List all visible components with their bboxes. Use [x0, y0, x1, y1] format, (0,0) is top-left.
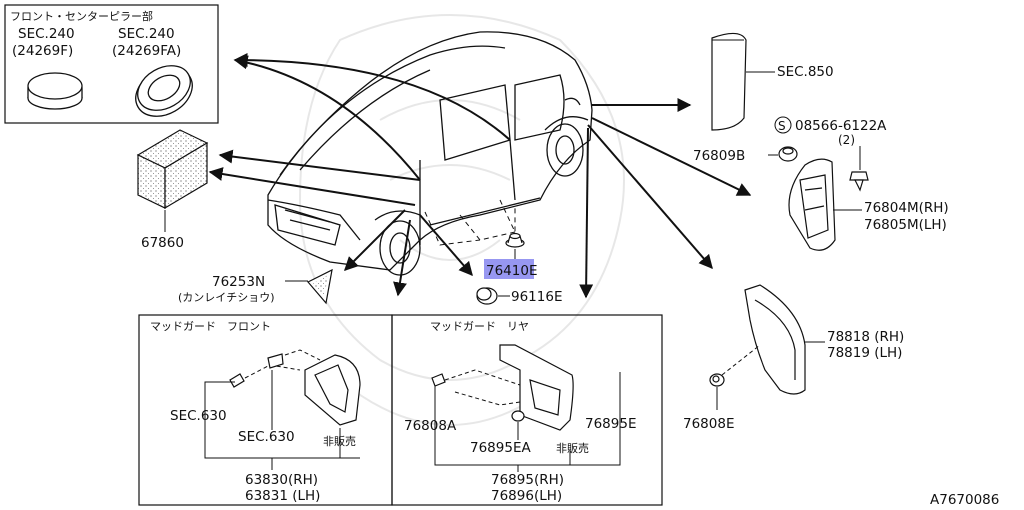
screw-symbol-letter: S [778, 119, 786, 133]
part-76895ea-label: 76895EA [470, 440, 531, 456]
front-rh-label: 63830(RH) [245, 472, 318, 488]
bolt-part [849, 171, 869, 192]
part-76809b-label: 76809B [693, 148, 745, 164]
pillar-sec-2: SEC.240 [118, 26, 175, 42]
part-76808e-label: 76808E [683, 416, 734, 432]
part-76253n-note: (カンレイチショウ) [178, 291, 275, 304]
rear-screw-part [431, 373, 525, 422]
part-78819-label: 78819 (LH) [827, 345, 902, 361]
clip-part-76808e [709, 373, 725, 387]
pillar-code-2: (24269FA) [112, 43, 181, 59]
rear-box-title: マッドガード リヤ [430, 320, 529, 333]
rear-mudguard-part [499, 344, 574, 431]
splash-guard-part-78818 [744, 284, 806, 395]
bolt-code-label: 08566-6122A [795, 118, 887, 134]
rear-rh-label: 76895(RH) [491, 472, 564, 488]
part-96116e-label: 96116E [511, 289, 562, 305]
foam-block-part [136, 129, 209, 210]
grommet-part [135, 65, 193, 117]
part-76805m-label: 76805M(LH) [864, 217, 947, 233]
car-body [267, 31, 593, 276]
front-sec-630-b: SEC.630 [238, 429, 295, 445]
front-lh-label: 63831 (LH) [245, 488, 320, 504]
screw-symbol-icon [774, 116, 792, 134]
part-76804m-label: 76804M(RH) [864, 200, 949, 216]
diagram-id: A7670086 [930, 492, 999, 508]
cap-part-96116e [476, 287, 498, 305]
bracket-part-76804m [788, 158, 836, 251]
pillar-sec-1: SEC.240 [18, 26, 75, 42]
part-78818-label: 78818 (RH) [827, 329, 904, 345]
callout-arrows [208, 53, 752, 299]
part-67860-label: 67860 [141, 235, 184, 251]
car-dashed-guides [424, 199, 516, 246]
front-screw-part [229, 353, 284, 388]
part-76808a-label: 76808A [404, 418, 457, 434]
rear-lamp-part [711, 32, 747, 131]
front-mudguard-box: マッドガード フロント SEC.630 SEC.630 非販売 63830(RH… [138, 314, 393, 506]
front-sec-630-a: SEC.630 [170, 408, 227, 424]
clip-part-76809b [778, 146, 798, 162]
rear-lh-label: 76896(LH) [491, 488, 562, 504]
bolt-qty-label: (2) [838, 133, 855, 147]
front-mudguard-part [304, 354, 361, 426]
plug-cap-part [27, 72, 83, 110]
front-not-sold: 非販売 [323, 435, 356, 448]
pillar-box: フロント・センターピラー部 SEC.240 (24269F) SEC.240 (… [4, 4, 219, 124]
part-76253n-label: 76253N [212, 274, 265, 290]
rear-mudguard-box: マッドガード リヤ 76808A 76895EA 非販売 76895E 7689… [391, 314, 663, 506]
highlight-76410e [484, 259, 534, 279]
clip-part-76410e [505, 232, 525, 248]
part-76410e-label[interactable]: 76410E [486, 263, 537, 279]
part-76253n [307, 268, 333, 305]
rear-not-sold: 非販売 [556, 442, 589, 455]
part-76895e-label: 76895E [585, 416, 636, 432]
pillar-code-1: (24269F) [12, 43, 73, 59]
sec-850-label: SEC.850 [777, 64, 834, 80]
front-box-title: マッドガード フロント [150, 320, 271, 333]
pillar-box-title: フロント・センターピラー部 [10, 9, 153, 23]
